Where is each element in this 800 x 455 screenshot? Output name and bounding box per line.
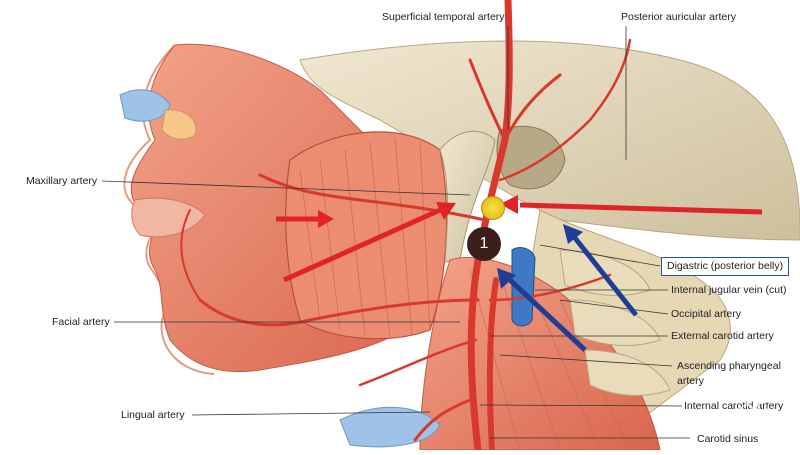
label-digastric-posterior-belly: Digastric (posterior belly)	[661, 257, 790, 276]
label-facial-artery: Facial artery	[52, 316, 110, 328]
label-lingual-artery: Lingual artery	[121, 409, 185, 421]
label-occipital-artery: Occipital artery	[671, 308, 742, 320]
nose-tip	[161, 109, 197, 140]
red-arrows	[276, 195, 763, 283]
hyoid-cartilage	[339, 406, 441, 448]
label-ascending-pharyngeal-line2: artery	[677, 375, 704, 387]
lips	[131, 197, 206, 238]
label-posterior-auricular-artery: Posterior auricular artery	[621, 11, 736, 23]
label-internal-carotid-artery: Internal carotid artery	[684, 400, 784, 412]
internal-jugular-vein	[511, 247, 536, 327]
vertebra-3	[584, 349, 671, 396]
label-maxillary-artery: Maxillary artery	[26, 175, 98, 187]
label-superficial-temporal-artery: Superficial temporal artery	[382, 11, 505, 23]
face-skin	[0, 0, 330, 450]
label-ascending-pharyngeal-line1: Ascending pharyngeal	[677, 360, 781, 372]
vertebra-2	[569, 299, 661, 346]
number-marker: 1	[467, 227, 501, 261]
cursor-highlight	[481, 196, 505, 220]
label-carotid-sinus: Carotid sinus	[697, 433, 759, 445]
blue-arrows	[497, 224, 638, 352]
label-external-carotid-artery: External carotid artery	[671, 330, 774, 342]
condyle-bone	[439, 130, 496, 263]
masseter	[285, 131, 448, 340]
label-internal-jugular-vein: Internal jugular vein (cut)	[671, 284, 787, 296]
leader-lines	[101, 26, 690, 439]
nose-cartilage	[119, 89, 171, 122]
